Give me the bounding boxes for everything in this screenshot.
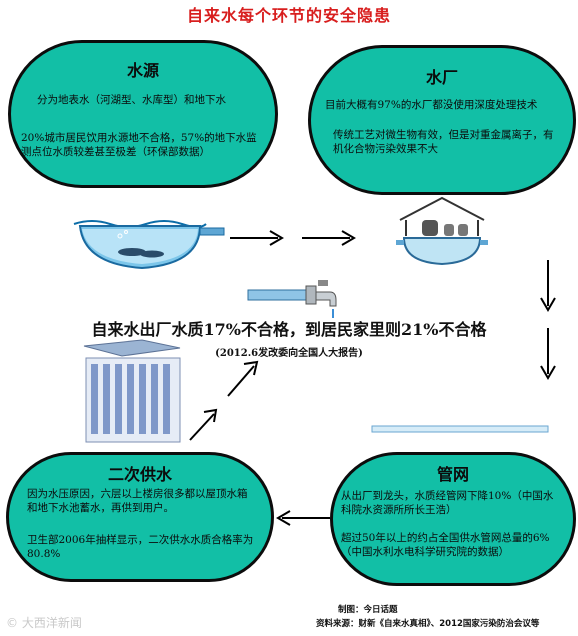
arrow-pipe-to-secondary xyxy=(276,510,330,526)
headline: 自来水出厂水质17%不合格，到居民家里则21%不合格 xyxy=(91,320,487,339)
credit-maker: 制图：今日话题 xyxy=(338,605,398,615)
watermark: © 大西洋新闻 xyxy=(6,616,82,630)
building-illustration xyxy=(83,339,181,443)
water-source-text-2: 20%城市居民饮用水源地不合格，57%的地下水监测点位水质较差甚至极差（环保部数… xyxy=(21,132,257,158)
page-title: 自来水每个环节的安全隐患 xyxy=(186,6,391,25)
secondary-supply-text-1: 因为水压原因，六层以上楼房很多都以屋顶水箱和地下水池蓄水，再供到用户。 xyxy=(27,488,248,514)
secondary-supply-text-2: 卫生部2006年抽样显示，二次供水水质合格率为80.8% xyxy=(27,534,254,560)
headline-source: (2012.6发改委向全国人大报告) xyxy=(215,348,363,359)
pipe-network-text-2: 超过50年以上的约占全国供水管网总量的6%（中国水利水电科学研究院的数据） xyxy=(341,532,550,558)
water-source-text-1: 分为地表水（河湖型、水库型）和地下水 xyxy=(37,94,226,106)
secondary-supply-panel: 二次供水 因为水压原因，六层以上楼房很多都以屋顶水箱和地下水池蓄水，再供到用户。… xyxy=(6,452,274,582)
pipe-illustration xyxy=(371,425,549,433)
faucet-illustration xyxy=(247,280,337,318)
water-plant-title: 水厂 xyxy=(425,68,458,87)
pipe-network-title: 管网 xyxy=(436,465,469,484)
arrow-source-to-plant xyxy=(230,230,356,246)
water-plant-text-1: 目前大概有97%的水厂都没使用深度处理技术 xyxy=(325,99,538,111)
secondary-supply-title: 二次供水 xyxy=(107,465,172,484)
pipe-network-text-1: 从出厂到龙头，水质经管网下降10%（中国水科院水资源所所长王浩） xyxy=(341,490,554,516)
water-plant-panel: 水厂 目前大概有97%的水厂都没使用深度处理技术 传统工艺对微生物有效，但是对重… xyxy=(308,45,576,195)
water-plant-illustration xyxy=(396,196,488,266)
credit-source: 资料来源：财新《自来水真相》、2012国家污染防治会议等 xyxy=(316,619,540,629)
arrow-plant-to-pipe xyxy=(540,260,556,380)
water-source-title: 水源 xyxy=(126,61,159,80)
water-source-panel: 水源 分为地表水（河湖型、水库型）和地下水 20%城市居民饮用水源地不合格，57… xyxy=(8,40,278,188)
reservoir-illustration xyxy=(73,220,225,270)
pipe-network-panel: 管网 从出厂到龙头，水质经管网下降10%（中国水科院水资源所所长王浩） 超过50… xyxy=(330,452,576,586)
water-plant-text-2: 传统工艺对微生物有效，但是对重金属离子，有机化合物污染效果不大 xyxy=(333,129,554,155)
arrow-secondary-to-tap xyxy=(189,360,259,441)
